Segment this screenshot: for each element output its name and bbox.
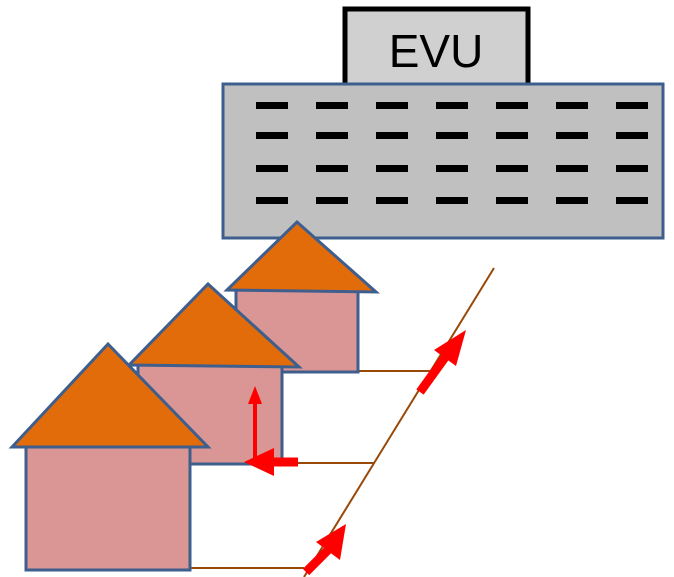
- utility-building: [221, 82, 665, 240]
- flow-arrows: [244, 330, 466, 576]
- window-dash: [616, 197, 648, 204]
- house-front: [8, 341, 212, 572]
- evu-label: EVU: [389, 25, 484, 77]
- window-dash: [256, 132, 288, 139]
- window-dash: [436, 197, 468, 204]
- window-dash: [496, 132, 528, 139]
- house-front-wall: [24, 444, 192, 572]
- arrow-into-house: [244, 448, 298, 476]
- window-dash: [256, 102, 288, 109]
- house-back-roof: [223, 219, 381, 294]
- window-dash: [436, 132, 468, 139]
- window-dash: [496, 102, 528, 109]
- window-dash: [436, 165, 468, 172]
- window-dash: [316, 197, 348, 204]
- window-dash: [436, 102, 468, 109]
- house-front-roof: [8, 341, 212, 449]
- window-dash: [376, 165, 408, 172]
- house-middle-roof: [125, 281, 303, 369]
- window-dash: [496, 197, 528, 204]
- window-dash: [616, 102, 648, 109]
- window-dash: [496, 165, 528, 172]
- arrow-lower-diagonal: [302, 524, 346, 576]
- window-dash: [376, 102, 408, 109]
- window-dash: [556, 197, 588, 204]
- arrow-upper-diagonal: [416, 330, 466, 395]
- window-dash: [316, 132, 348, 139]
- window-dash: [556, 165, 588, 172]
- window-dash: [556, 102, 588, 109]
- window-dash: [616, 132, 648, 139]
- window-dash: [316, 165, 348, 172]
- window-dash: [376, 132, 408, 139]
- window-dash: [256, 165, 288, 172]
- window-dash: [556, 132, 588, 139]
- window-dash: [316, 102, 348, 109]
- window-dash: [256, 197, 288, 204]
- window-dash: [616, 165, 648, 172]
- building-windows: [256, 102, 648, 204]
- utility-building-body: [221, 82, 665, 240]
- arrow-vertical: [248, 386, 262, 459]
- window-dash: [376, 197, 408, 204]
- supply-line-diagonal: [303, 267, 495, 577]
